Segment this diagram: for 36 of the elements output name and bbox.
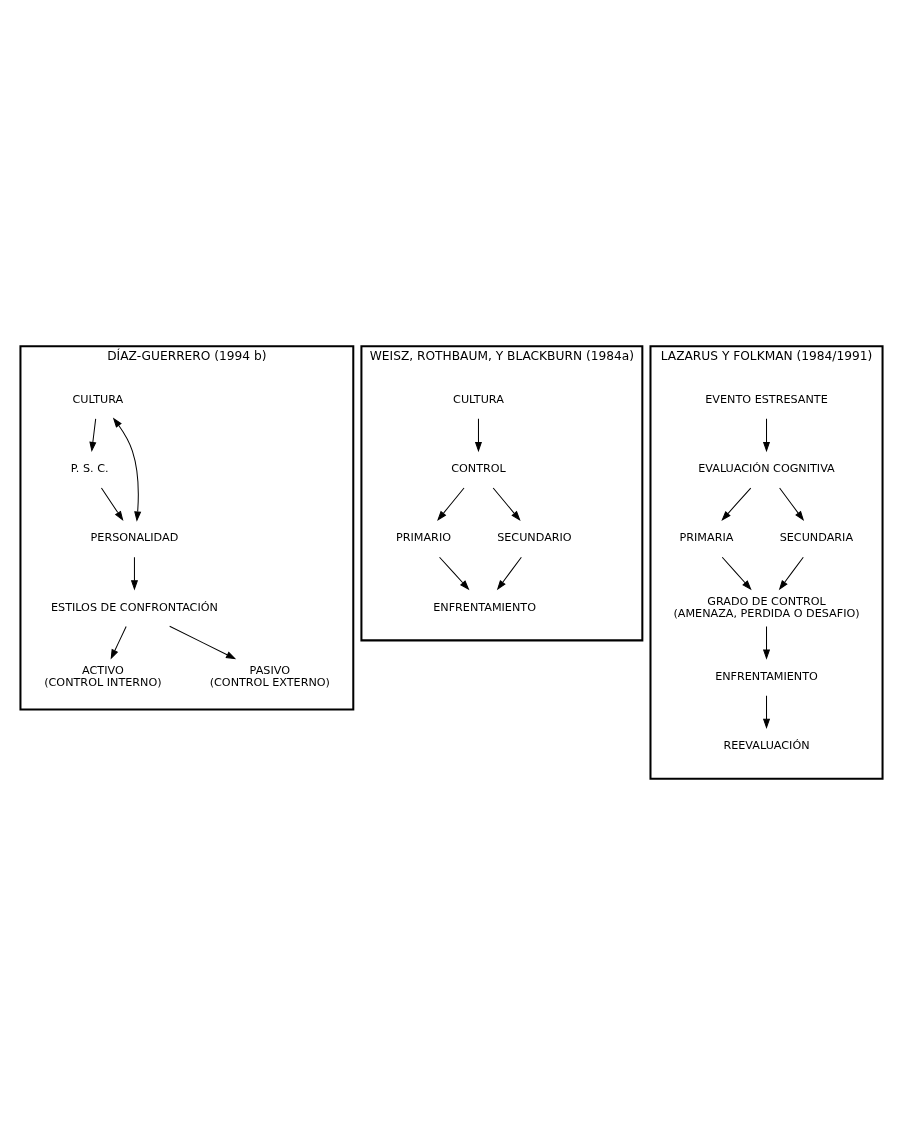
node-text: SECUNDARIA [779, 531, 854, 545]
node-text: CULTURA [72, 393, 124, 407]
arrow [437, 487, 465, 521]
node-text: EVENTO ESTRESANTE [705, 393, 828, 407]
node-text: ENFRENTAMIENTO [715, 669, 818, 683]
arrow [100, 487, 124, 522]
node-text: P. S. C. [70, 462, 109, 476]
node-text: GRADO DE CONTROL (AMENAZA, PERDIDA O DESAFIO) [673, 594, 860, 620]
node-text: ESTILOS DE CONFRONTACIÓN [50, 600, 218, 614]
arrow [496, 556, 522, 591]
node-text: REEVALUACIÓN [723, 739, 810, 753]
arrow [778, 556, 804, 591]
node-text: ACTIVO (CONTROL INTERNO) [44, 663, 162, 689]
arrow [762, 695, 771, 729]
node-text: SECUNDARIO [497, 531, 572, 545]
arrow [130, 556, 138, 591]
node-text: PRIMARIO [396, 531, 452, 545]
arrow [89, 418, 97, 453]
node-text: PERSONALIDAD [90, 531, 179, 545]
node-text: EVALUACIÓN COGNITIVA [698, 462, 835, 476]
arrow [721, 487, 752, 521]
arrow [439, 556, 470, 591]
arrow [779, 487, 805, 522]
arrow [110, 625, 127, 660]
arrow [721, 556, 752, 591]
arrow [169, 625, 237, 660]
arrow [474, 418, 483, 453]
arrow [492, 487, 521, 521]
node-text: CULTURA [453, 393, 504, 407]
node-text: ENFRENTAMIENTO [433, 600, 536, 614]
arrow [762, 418, 771, 453]
node-text: PASIVO (CONTROL EXTERNO) [209, 663, 330, 689]
node-text: CONTROL [451, 462, 506, 476]
node-text: PRIMARIA [679, 531, 734, 545]
arrow [762, 625, 771, 660]
arrow [112, 417, 142, 522]
